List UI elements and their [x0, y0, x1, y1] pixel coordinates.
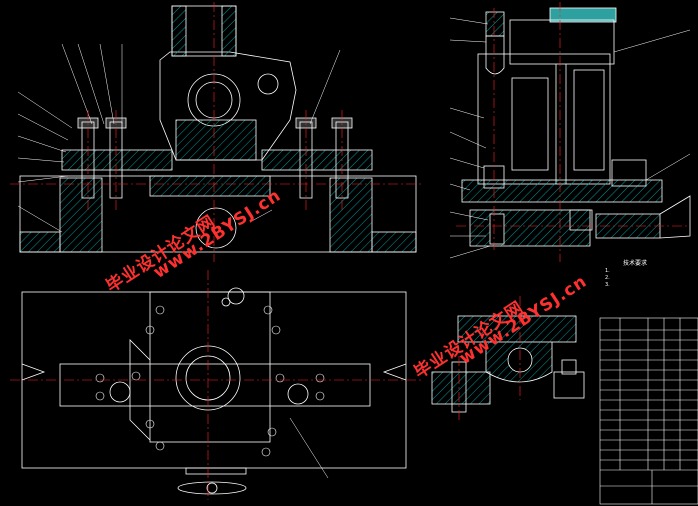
front-clamp-right [261, 149, 373, 171]
front-base-hatch-left [59, 177, 103, 253]
plan-handle [177, 481, 247, 495]
front-workpiece [159, 51, 297, 161]
front-arbor [195, 207, 237, 249]
title-block [599, 317, 698, 505]
plan-clamp-bar [59, 363, 371, 407]
notes-line: 1. [605, 268, 610, 274]
section-a-a [457, 315, 577, 343]
plan-view [21, 287, 407, 495]
front-view [17, 5, 417, 253]
plan-workpiece [149, 291, 271, 443]
notes-title: 技术要求 [623, 260, 648, 267]
side-base-plate [461, 179, 663, 203]
side-top-plate [549, 7, 617, 23]
side-view [449, 7, 691, 259]
notes-body: 1. 2. 3. [605, 268, 697, 289]
notes-line: 3. [605, 282, 610, 288]
front-clamp-left [61, 149, 173, 171]
section-b-b [431, 371, 491, 405]
notes-line: 2. [605, 275, 610, 281]
front-base-hatch-right [329, 177, 373, 253]
side-locating-pin [485, 35, 505, 75]
section-c-c [553, 371, 585, 399]
